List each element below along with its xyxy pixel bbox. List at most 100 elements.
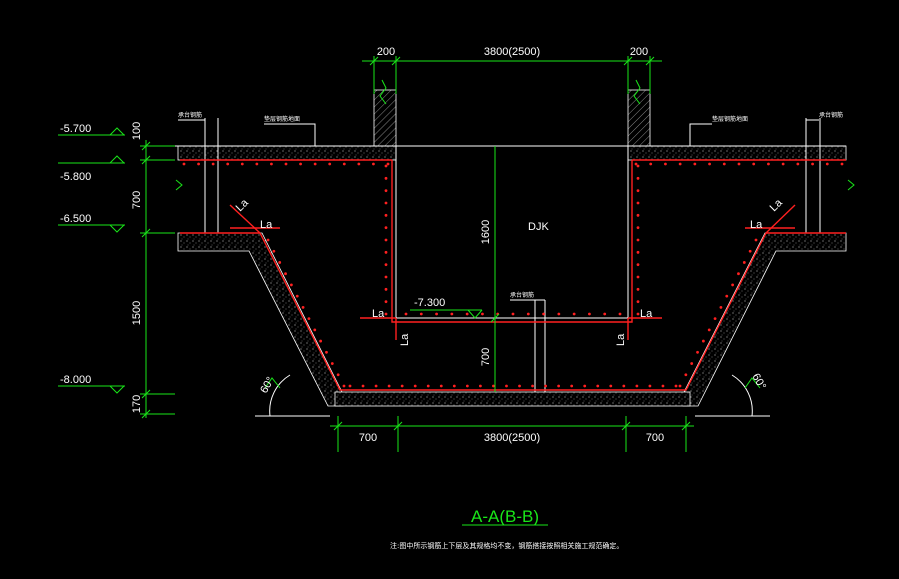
dim-center-1600: 1600 xyxy=(480,220,492,244)
drawing-note: 注:图中所示钢筋上下层及其规格均不变，钢筋搭接按照相关施工规范确定。 xyxy=(390,541,623,550)
rebar-dot xyxy=(492,384,495,388)
concrete-cushion xyxy=(177,145,847,407)
rebar-dot xyxy=(825,162,829,166)
dim-left-1500: 1500 xyxy=(131,301,143,325)
rebar-dot xyxy=(481,312,484,316)
rebar-dot xyxy=(284,272,287,276)
dimension-lines xyxy=(58,56,855,526)
rebar-dot xyxy=(767,162,770,166)
rebar-dot xyxy=(342,384,346,388)
rebar-dot xyxy=(384,300,388,304)
rebar-dot xyxy=(299,162,302,166)
dim-bottom-center: 3800(2500) xyxy=(484,432,540,444)
rebar-dot xyxy=(226,162,230,166)
rebar-dot xyxy=(278,261,282,264)
rebar-dot xyxy=(636,263,640,267)
rebar-dot xyxy=(372,162,375,166)
rebar-dot xyxy=(731,283,735,287)
rebar-dot xyxy=(719,305,723,309)
rebar-dot xyxy=(325,350,328,354)
rebar-dot xyxy=(387,384,391,388)
rebar-dot xyxy=(634,162,638,166)
rebar-dot xyxy=(404,312,408,316)
rebar-dot xyxy=(609,384,613,388)
rebar-dot xyxy=(811,162,814,166)
rebar-dot xyxy=(678,384,682,388)
rebar-dot xyxy=(648,384,652,388)
rebar-dot xyxy=(725,294,729,298)
rebar-dot xyxy=(664,162,667,166)
rebar-dot xyxy=(419,312,423,316)
leader-lines xyxy=(178,119,819,301)
la-center-left: La xyxy=(372,308,385,320)
dim-left-170: 170 xyxy=(131,395,143,413)
rebar-dot xyxy=(674,384,678,388)
rebar-dot xyxy=(840,162,844,166)
rebar-dot xyxy=(636,226,640,230)
rebar-dot xyxy=(636,238,640,242)
dim-top-center: 3800(2500) xyxy=(484,46,540,58)
rebar-dot xyxy=(384,238,388,242)
rebar-dot xyxy=(557,384,561,388)
dim-bottom-left: 700 xyxy=(359,432,377,444)
rebar-dot xyxy=(439,384,443,388)
rebar-dot xyxy=(465,312,469,316)
rebar-dot xyxy=(384,275,388,279)
texts: 200 3800(2500) 200 700 3800(2500) 700 10… xyxy=(60,46,843,550)
rebar-dot xyxy=(505,384,508,388)
dim-left-700: 700 xyxy=(131,191,143,209)
rebar-dot xyxy=(526,312,530,316)
rebar-dot xyxy=(384,226,388,230)
rebar-dot xyxy=(400,384,404,388)
rebar-dot xyxy=(255,162,259,166)
rebar-dot xyxy=(386,162,390,166)
rebar-dot xyxy=(348,384,352,388)
rebar-dot xyxy=(588,312,591,316)
rebar-dot xyxy=(336,373,340,377)
rebar-dot xyxy=(618,312,622,316)
rebar-dot xyxy=(384,201,388,205)
rebar-dot xyxy=(307,317,311,321)
rebar-dot xyxy=(284,162,288,166)
rebar-dot xyxy=(596,384,600,388)
elev-7300: -7.300 xyxy=(414,297,445,309)
rebar-dot xyxy=(450,312,454,316)
rebar-dot xyxy=(330,362,334,365)
rebar-dot xyxy=(748,249,752,253)
angle-right: 60° xyxy=(749,372,768,392)
la-vert-right: La xyxy=(615,333,627,346)
rebar-dot xyxy=(211,162,215,166)
rebar-dot xyxy=(384,164,388,168)
dim-center-700: 700 xyxy=(480,348,492,366)
rebar-dot xyxy=(435,312,438,316)
rebar-dot xyxy=(240,162,244,166)
rebar-dot xyxy=(182,162,186,166)
rebar-label-center: 承台钢筋 xyxy=(510,291,534,299)
dim-left-100: 100 xyxy=(131,122,143,140)
djk-label: DJK xyxy=(528,221,549,233)
rebar-dot xyxy=(737,162,741,166)
rebar-dot xyxy=(696,350,699,354)
rebar-dot xyxy=(742,261,746,264)
rebar-dot xyxy=(636,213,640,217)
rebar-dot xyxy=(649,162,653,166)
la-right-diag: La xyxy=(768,196,786,214)
rebar-dot xyxy=(384,250,388,254)
rebar-dot xyxy=(722,162,726,166)
dim-bottom-right: 700 xyxy=(646,432,664,444)
rebar-dot xyxy=(301,305,305,309)
rebar-dot xyxy=(557,312,561,316)
rebar-dot xyxy=(374,384,378,388)
rebar-dot xyxy=(384,312,388,316)
walls xyxy=(373,89,651,147)
rebar-dot xyxy=(636,201,640,205)
rebar-dot xyxy=(583,384,587,388)
rebar-dot xyxy=(796,162,800,166)
section-title: A-A(B-B) xyxy=(471,507,539,526)
rebar-dot xyxy=(752,162,756,166)
rebar-dot xyxy=(384,189,388,193)
rebar-dot xyxy=(531,384,534,388)
rebar-dot xyxy=(313,162,317,166)
rebar-dot xyxy=(544,384,547,388)
